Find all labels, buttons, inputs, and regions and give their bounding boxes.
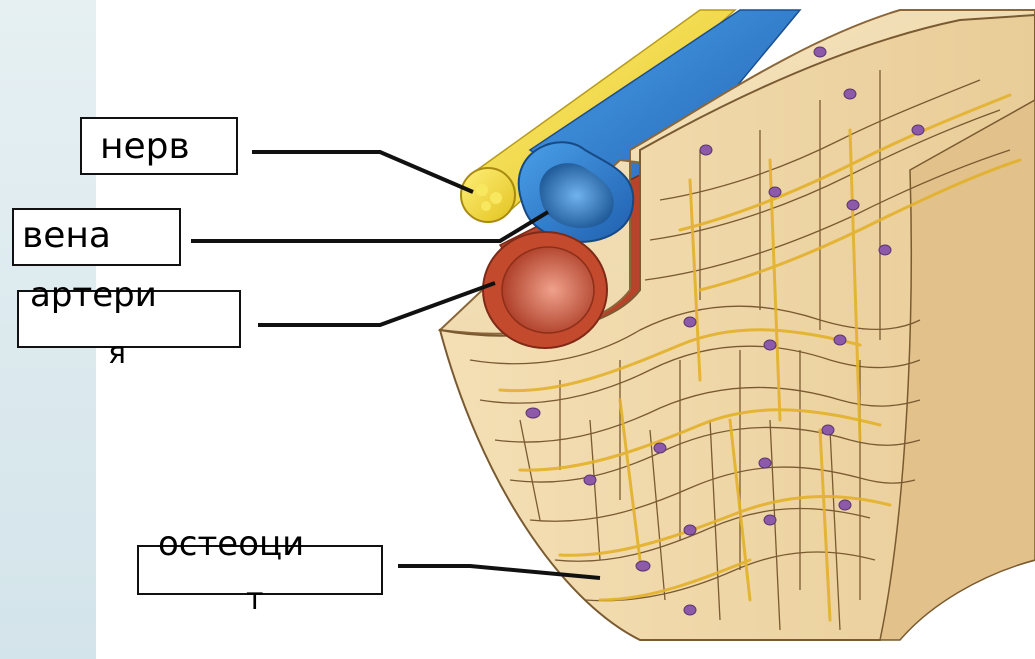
nerve-end: [461, 168, 515, 222]
artery-label-line2: я: [108, 339, 126, 369]
osteocyte-label-line2: т: [246, 585, 263, 615]
nerve-label: нерв: [100, 129, 190, 165]
vein-label: вена: [22, 218, 111, 254]
osteocyte-label-line1: остеоци: [158, 527, 304, 561]
nerve-leader-line: [252, 152, 473, 192]
artery-label-line1: артери: [30, 278, 157, 312]
